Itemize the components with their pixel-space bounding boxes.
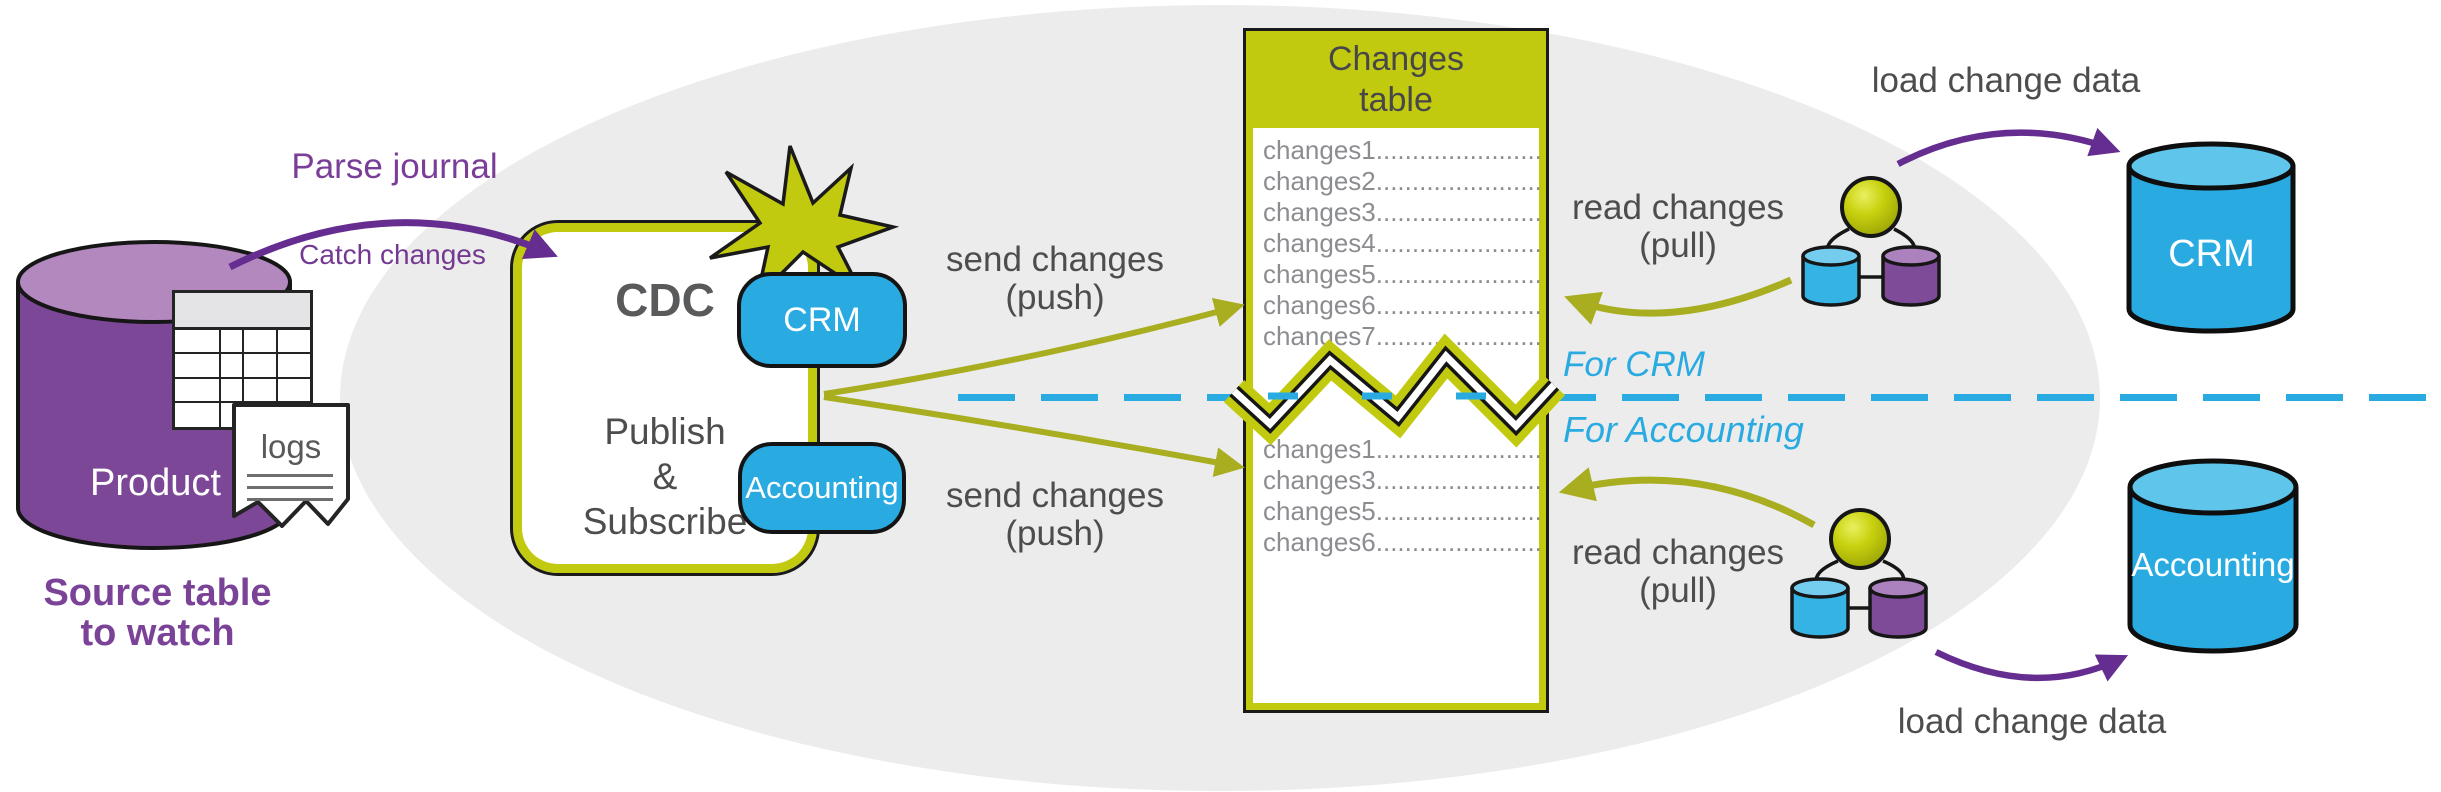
change-row: changes6....................... [1263, 290, 1540, 320]
read-changes-pull-label-crm: read changes (pull) [1553, 189, 1803, 265]
catch-changes-label: Catch changes [299, 239, 486, 270]
change-row: changes5....................... [1263, 259, 1540, 289]
source-caption-line2: to watch [80, 612, 235, 654]
cdc-engine-box: CDC Publish & Subscribe [510, 220, 820, 576]
changes-rows-upper: changes1....................... changes2… [1263, 135, 1540, 352]
source-table-caption: Source table to watch [15, 573, 300, 653]
change-row: changes6....................... [1263, 527, 1540, 557]
send-changes-arrow-accounting [823, 394, 1245, 477]
crm-badge-label: CRM [783, 300, 861, 339]
send-changes-arrow-crm [823, 297, 1245, 397]
change-row: changes5....................... [1263, 496, 1540, 526]
change-row: changes3....................... [1263, 465, 1540, 495]
accounting-subscriber-agent-icon [1790, 508, 1928, 639]
change-row: changes7....................... [1263, 321, 1540, 351]
change-row: changes1....................... [1263, 434, 1540, 464]
load-change-data-arrow-crm [1896, 127, 2121, 167]
for-crm-lane-label: For CRM [1563, 345, 1705, 384]
parse-journal-label: Parse journal [291, 147, 498, 186]
change-row: changes1....................... [1263, 135, 1540, 165]
change-row: changes4....................... [1263, 228, 1540, 258]
send-changes-line1: send changes [946, 476, 1164, 515]
logs-document-shape [232, 403, 350, 528]
accounting-cylinder-label: Accounting [2131, 546, 2295, 583]
send-changes-push-label-crm: send changes (push) [930, 241, 1180, 317]
change-row: changes2....................... [1263, 166, 1540, 196]
load-change-data-label-accounting: load change data [1897, 702, 2167, 741]
accounting-database-cylinder-icon [2127, 458, 2299, 654]
send-changes-line2: (push) [1005, 514, 1105, 553]
crm-subscriber-agent-icon [1801, 176, 1941, 307]
changes-table-title-line2: table [1359, 80, 1433, 119]
load-change-data-arrow-accounting [1934, 649, 2129, 682]
read-changes-line2: (pull) [1639, 571, 1717, 610]
accounting-badge-label: Accounting [745, 470, 899, 505]
send-changes-push-label-accounting: send changes (push) [930, 477, 1180, 553]
crm-cylinder-label: CRM [2168, 233, 2255, 275]
table-tear-zigzag [1223, 333, 1566, 448]
crm-database-cylinder-icon [2126, 141, 2296, 334]
for-accounting-lane-label: For Accounting [1563, 409, 1804, 450]
cdc-publish-subscribe-label: Publish & Subscribe [513, 409, 817, 544]
log-line [247, 474, 333, 477]
cdc-title: CDC [615, 274, 715, 326]
journal-logs-document-icon: logs [231, 402, 351, 530]
log-line [247, 486, 333, 489]
star-burst-icon [708, 145, 900, 304]
parse-journal-arrow [228, 219, 558, 271]
read-changes-pull-label-accounting: read changes (pull) [1553, 534, 1803, 610]
cdc-pubsub-line3: Subscribe [582, 501, 748, 542]
read-changes-line1: read changes [1571, 188, 1785, 227]
changes-table-header: Changes table [1246, 31, 1546, 128]
crm-publication-badge: CRM [737, 272, 907, 368]
table-icon-header [175, 293, 310, 330]
cdc-pubsub-line2: & [652, 456, 678, 497]
read-changes-line2: (pull) [1639, 226, 1717, 265]
changes-rows-lower: changes1....................... changes3… [1263, 434, 1540, 558]
lane-divider-dashed-line [958, 394, 2441, 401]
read-changes-arrow-accounting [1558, 467, 1816, 529]
send-changes-line1: send changes [946, 240, 1164, 279]
logs-label: logs [260, 428, 322, 465]
read-changes-arrow-crm [1564, 276, 1793, 325]
read-changes-line1: read changes [1571, 533, 1785, 572]
source-cylinder-label: Product [90, 462, 221, 504]
log-line [247, 498, 333, 501]
change-row: changes3....................... [1263, 197, 1540, 227]
load-change-data-label-crm: load change data [1871, 61, 2141, 100]
accounting-publication-badge: Accounting [738, 442, 906, 534]
send-changes-line2: (push) [1005, 278, 1105, 317]
source-caption-line1: Source table [43, 572, 272, 614]
cdc-pubsub-line1: Publish [604, 411, 726, 452]
changes-table-title-line1: Changes [1327, 39, 1465, 78]
